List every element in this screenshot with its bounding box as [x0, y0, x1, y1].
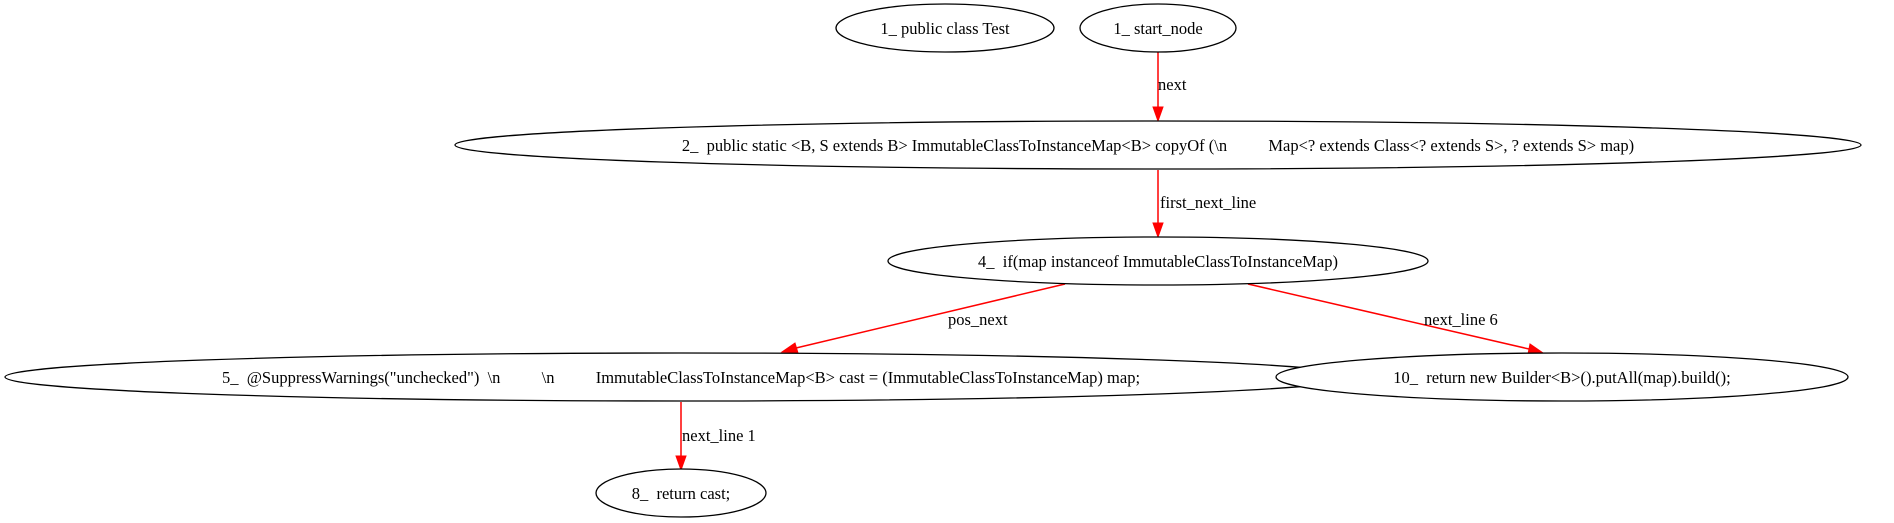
node-shape: [1079, 3, 1237, 53]
edge-arrowhead: [675, 455, 687, 472]
edge-if-to-builder: next_line 6: [1247, 283, 1545, 355]
edge-arrowhead: [1152, 106, 1164, 123]
node-return-builder: 10_ return new Builder<B>().putAll(map).…: [1275, 352, 1849, 402]
node-label: 1_ public class Test: [880, 19, 1010, 38]
node-method-declaration: 2_ public static <B, S extends B> Immuta…: [454, 120, 1862, 170]
edge-line: [795, 283, 1066, 349]
edge-if-to-cast: pos_next: [780, 283, 1066, 354]
node-return-cast: 8_ return cast;: [595, 468, 767, 518]
node-start: 1_ start_node: [1079, 3, 1237, 53]
edge-cast-to-return: next_line 1: [675, 402, 756, 472]
edge-label-pos-next: pos_next: [948, 310, 1008, 329]
node-label: 8_ return cast;: [632, 484, 731, 503]
edge-label-next: next: [1158, 75, 1187, 94]
node-shape: [887, 236, 1429, 286]
edge-label-first-next-line: first_next_line: [1160, 193, 1256, 212]
node-label: 2_ public static <B, S extends B> Immuta…: [682, 136, 1634, 155]
node-label: 5_ @SuppressWarnings("unchecked") \n \n …: [222, 368, 1140, 387]
node-cast-statement: 5_ @SuppressWarnings("unchecked") \n \n …: [4, 352, 1358, 402]
edge-method-to-if: first_next_line: [1152, 170, 1256, 239]
edge-label-next-line-6: next_line 6: [1424, 310, 1498, 329]
edge-arrowhead: [780, 342, 799, 354]
node-label: 4_ if(map instanceof ImmutableClassToIns…: [978, 252, 1338, 271]
node-shape: [835, 3, 1055, 53]
node-if-instanceof: 4_ if(map instanceof ImmutableClassToIns…: [887, 236, 1429, 286]
edge-line: [1247, 283, 1530, 350]
edge-arrowhead: [1152, 222, 1164, 239]
node-shape: [595, 468, 767, 518]
node-label: 10_ return new Builder<B>().putAll(map).…: [1393, 368, 1731, 387]
node-class-declaration: 1_ public class Test: [835, 3, 1055, 53]
node-label: 1_ start_node: [1113, 19, 1202, 38]
node-shape: [454, 120, 1862, 170]
edge-start-to-method: next: [1152, 52, 1187, 123]
edge-label-next-line-1: next_line 1: [682, 426, 756, 445]
node-shape: [1275, 352, 1849, 402]
